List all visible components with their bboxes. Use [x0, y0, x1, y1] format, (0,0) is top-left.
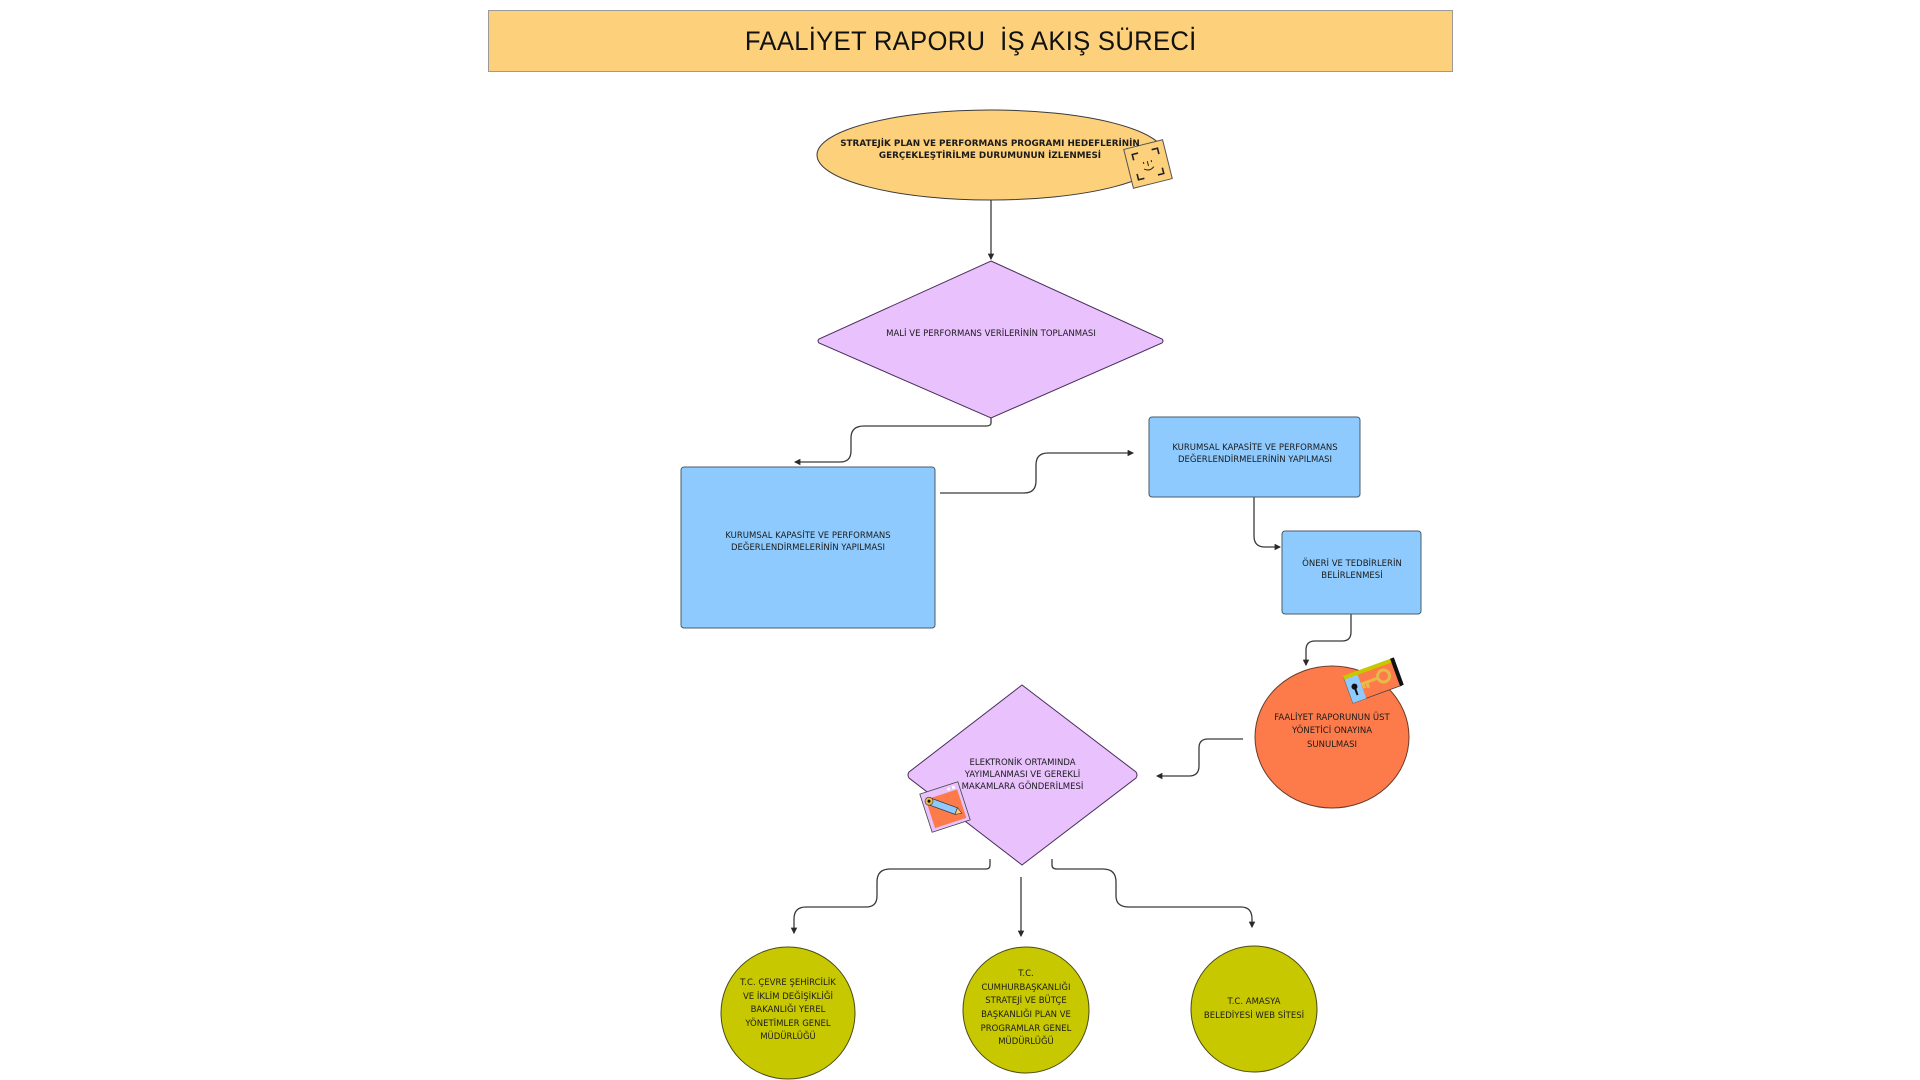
connector-recommend-to-approval: [1302, 614, 1352, 667]
assess-side-box[interactable]: [1148, 416, 1361, 498]
connector-publish-to-recipient-3: [1051, 859, 1256, 929]
approval-circle[interactable]: [1254, 665, 1410, 809]
collect-diamond[interactable]: [817, 260, 1164, 419]
recipient-1-circle[interactable]: [720, 946, 856, 1080]
recipient-3-circle[interactable]: [1190, 945, 1318, 1073]
recommend-box[interactable]: [1281, 530, 1422, 615]
connector-collect-to-assess-main: [793, 418, 992, 466]
flowchart-title-bar: FAALİYET RAPORU İŞ AKIŞ SÜRECİ: [488, 10, 1453, 72]
assess-main-box[interactable]: [680, 466, 936, 629]
connector-assess-side-to-recommend: [1253, 497, 1282, 551]
face-scan-icon: [1123, 139, 1173, 189]
connector-approval-to-publish: [1155, 738, 1243, 780]
start-ellipse[interactable]: [816, 109, 1166, 201]
recipient-2-circle[interactable]: [962, 946, 1090, 1074]
publish-diamond[interactable]: [907, 684, 1138, 866]
key-lock-icon: [1343, 657, 1404, 704]
connector-publish-to-recipient-1: [790, 859, 991, 935]
flowchart-title: FAALİYET RAPORU İŞ AKIŞ SÜRECİ: [744, 25, 1197, 56]
pencil-edit-icon: [919, 781, 971, 833]
connector-assess-main-to-assess-side: [940, 449, 1135, 494]
